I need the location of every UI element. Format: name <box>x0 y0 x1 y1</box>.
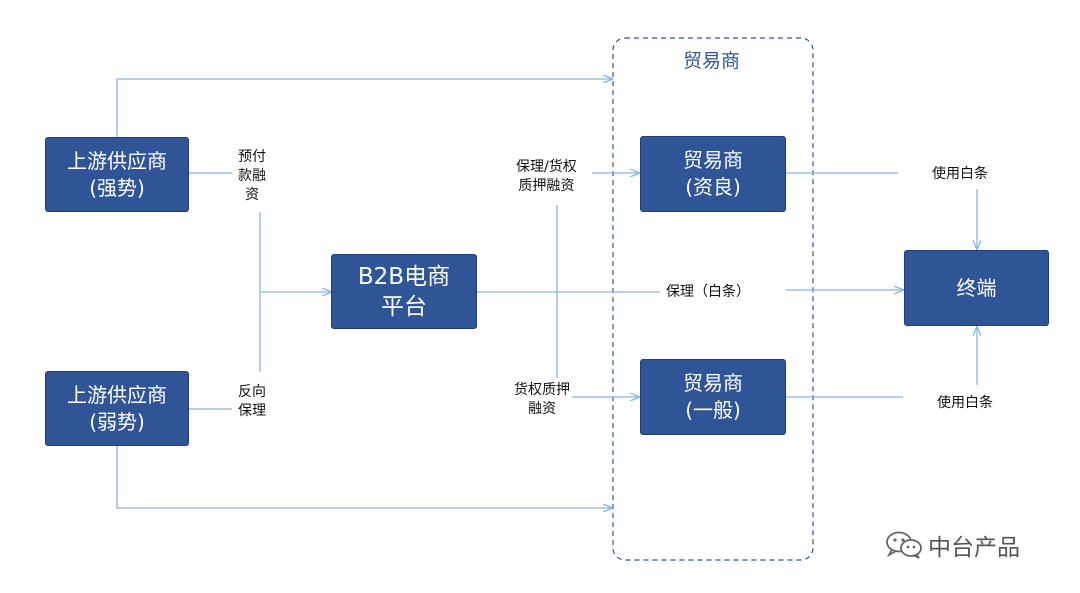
label-prepay-line1: 预付 <box>238 149 266 165</box>
watermark: 中台产品 <box>884 528 1020 562</box>
node-b2b-platform-line1: B2B电商 <box>357 263 451 290</box>
label-reverse-line1: 反向 <box>238 384 266 400</box>
edge-strong-to-group <box>116 79 612 137</box>
node-terminal-label: 终端 <box>956 275 997 300</box>
node-upstream-weak: 上游供应商 (弱势) <box>45 371 189 446</box>
label-goods-pledge: 货权质押 融资 <box>512 381 572 419</box>
label-prepay-line2: 款融 <box>238 168 266 184</box>
node-upstream-weak-line1: 上游供应商 <box>67 382 167 407</box>
label-prepay-line3: 资 <box>245 187 259 203</box>
node-trader-normal-line2: (一般) <box>685 398 741 422</box>
label-factoring-pledge-line1: 保理/货权 <box>516 159 577 175</box>
wechat-icon <box>886 531 922 559</box>
node-b2b-platform-line2: 平台 <box>381 293 427 320</box>
label-factoring-iou: 保理（白条） <box>664 283 752 302</box>
node-trader-normal-line1: 贸易商 <box>683 371 743 395</box>
watermark-text: 中台产品 <box>928 535 1020 561</box>
node-upstream-strong-line1: 上游供应商 <box>67 148 167 173</box>
node-b2b-platform: B2B电商 平台 <box>331 254 477 329</box>
label-factoring-pledge: 保理/货权 质押融资 <box>514 158 579 196</box>
label-prepay-financing: 预付 款融 资 <box>236 148 268 205</box>
label-goods-pledge-line2: 融资 <box>528 401 556 417</box>
label-iou-bottom: 使用白条 <box>935 394 995 413</box>
node-upstream-weak-line2: (弱势) <box>89 409 145 434</box>
label-iou-top: 使用白条 <box>930 165 990 184</box>
edge-weak-to-group <box>116 446 612 508</box>
label-factoring-pledge-line2: 质押融资 <box>518 178 575 194</box>
node-upstream-strong-line2: (强势) <box>89 175 145 200</box>
label-reverse-factoring: 反向 保理 <box>236 383 268 421</box>
node-trader-good-line1: 贸易商 <box>683 148 743 172</box>
label-goods-pledge-line1: 货权质押 <box>514 382 570 398</box>
node-trader-normal: 贸易商 (一般) <box>640 359 786 435</box>
trader-group-title: 贸易商 <box>683 50 741 72</box>
node-trader-good-line2: (资良) <box>685 175 741 199</box>
node-upstream-strong: 上游供应商 (强势) <box>45 137 189 212</box>
node-terminal: 终端 <box>904 250 1049 326</box>
label-reverse-line2: 保理 <box>238 403 266 419</box>
trader-group-border <box>612 37 814 561</box>
node-trader-good: 贸易商 (资良) <box>640 136 786 212</box>
